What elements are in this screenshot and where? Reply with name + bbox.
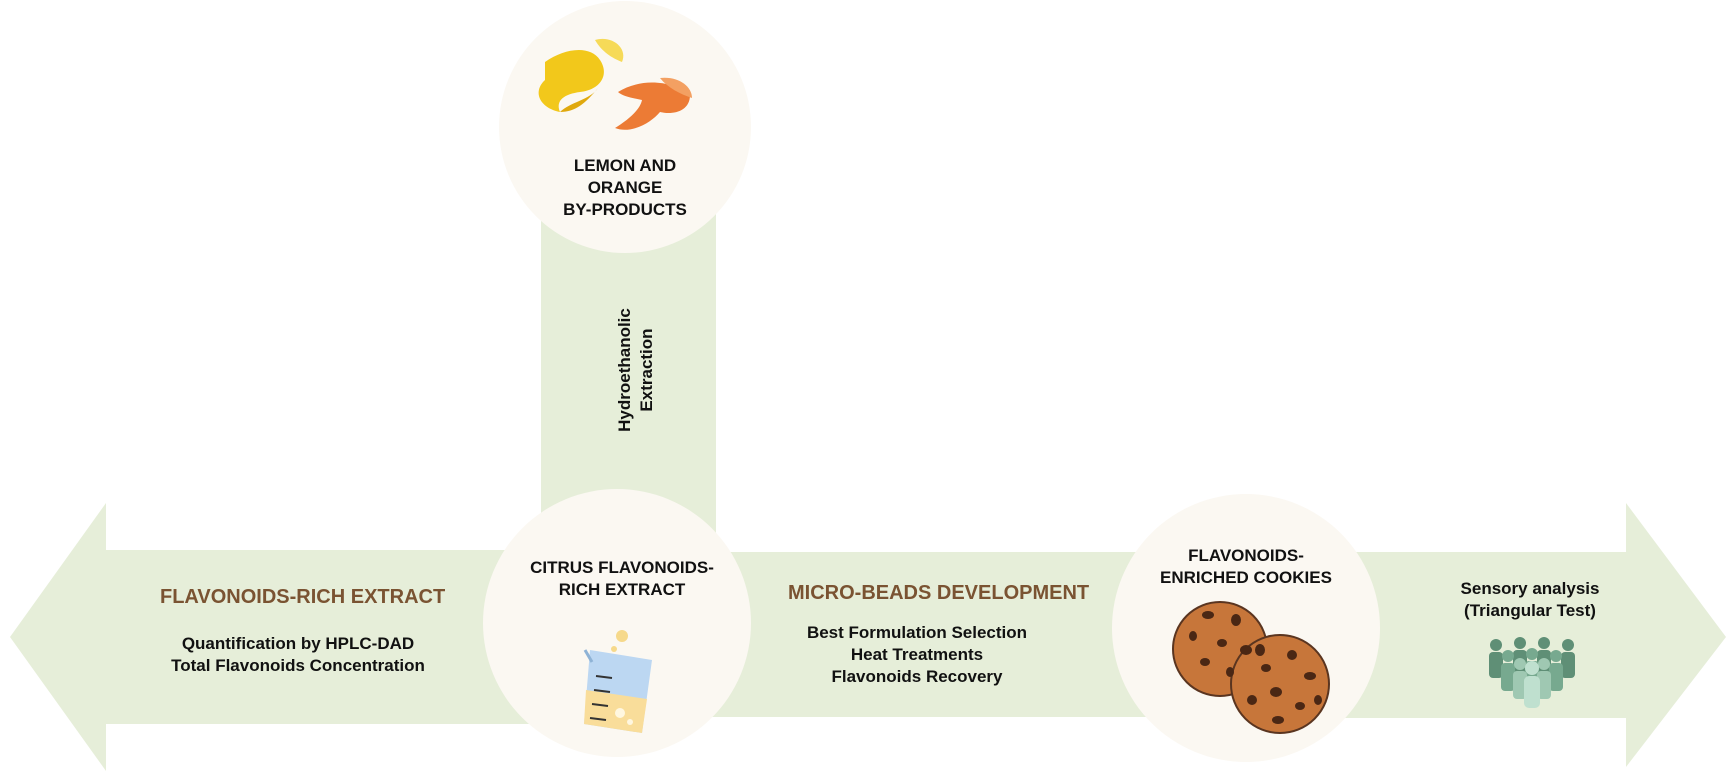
byproducts-label: LEMON AND ORANGE BY-PRODUCTS: [563, 156, 687, 219]
cookie-icon: [1172, 601, 1330, 734]
extract-circle: [483, 489, 751, 757]
left-panel-text: Quantification by HPLC-DAD Total Flavono…: [171, 634, 425, 675]
citrus-peel-icon: [538, 38, 692, 130]
right-arrow: [1340, 503, 1726, 767]
extraction-step-label: Hydroethanolic Extraction: [615, 308, 656, 432]
middle-panel-title: MICRO-BEADS DEVELOPMENT: [788, 582, 1090, 604]
left-arrow: [10, 503, 530, 771]
cookies-label: FLAVONOIDS- ENRICHED COOKIES: [1160, 546, 1332, 587]
left-panel-title: FLAVONOIDS-RICH EXTRACT: [160, 586, 446, 608]
beaker-icon: [583, 630, 652, 733]
people-group-icon: [1489, 637, 1575, 708]
middle-panel-text: Best Formulation Selection Heat Treatmen…: [806, 623, 1028, 686]
extract-label: CITRUS FLAVONOIDS- RICH EXTRACT: [530, 558, 714, 599]
middle-band: [700, 552, 1160, 717]
right-panel-text: Sensory analysis (Triangular Test): [1460, 579, 1600, 620]
